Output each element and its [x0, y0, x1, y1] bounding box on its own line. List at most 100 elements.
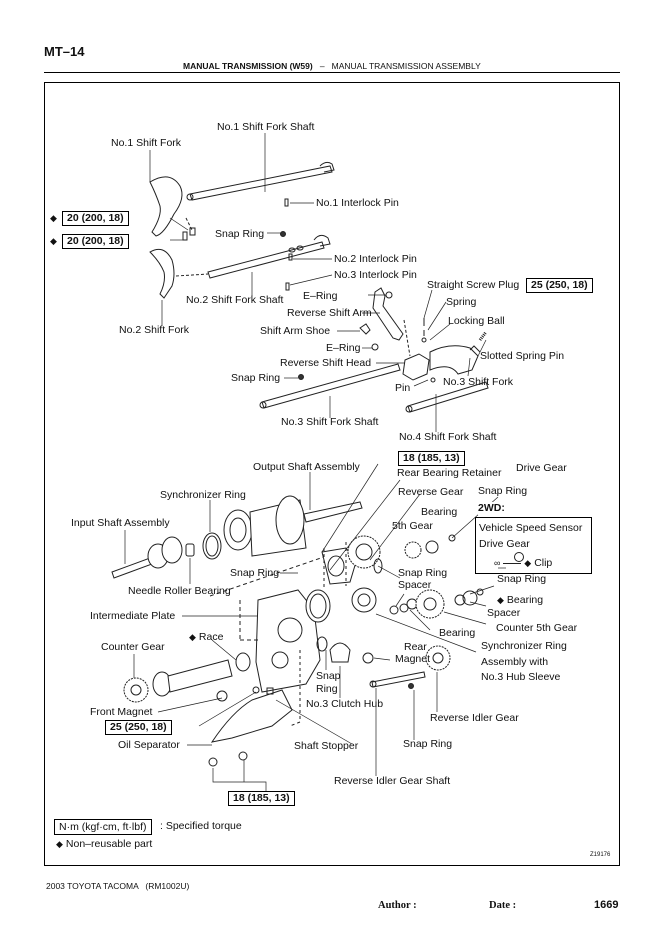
output-shaft-part [223, 495, 363, 557]
label-input-shaft-assembly: Input Shaft Assembly [71, 517, 170, 529]
label-bearing-1: Bearing [421, 506, 458, 518]
label-slotted-spring-pin: Slotted Spring Pin [480, 350, 565, 362]
torque-stopper-bolt: 25 (250, 18) [105, 720, 172, 735]
label-shaft-stopper: Shaft Stopper [294, 740, 359, 752]
label-no2-shift-fork-shaft: No.2 Shift Fork Shaft [186, 294, 284, 306]
label-sync-ring-asm-1: Synchronizer Ring [481, 640, 567, 652]
footer-model: 2003 TOYOTA TACOMA (RM1002U) [46, 881, 190, 891]
label-sync-ring-asm-2: Assembly with [481, 656, 549, 668]
nonreusable-diamond-icon: ◆ [524, 558, 532, 568]
label-no1-shift-fork-shaft: No.1 Shift Fork Shaft [217, 121, 315, 133]
nonreusable-diamond-icon: ◆ [50, 236, 57, 246]
label-drive-gear: Drive Gear [516, 462, 567, 474]
subsection-title: MANUAL TRANSMISSION ASSEMBLY [331, 61, 481, 71]
label-straight-screw-plug: Straight Screw Plug [427, 279, 520, 291]
vss-drive-gear-icon [514, 552, 524, 562]
label-snap-ring-7a: Snap [316, 670, 341, 682]
intermediate-plate-part [209, 547, 351, 693]
label-pin: Pin [395, 382, 411, 394]
nonreusable-diamond-icon: ◆ [56, 839, 63, 849]
no1-shift-fork-shaft-part [186, 161, 335, 201]
input-shaft-part [111, 532, 222, 579]
label-snap-ring-6: Snap Ring [497, 573, 547, 585]
label-no3-interlock-pin: No.3 Interlock Pin [334, 269, 417, 281]
label-spacer-2: Spacer [487, 607, 521, 619]
page-number: 1669 [594, 899, 619, 911]
label-no2-interlock-pin: No.2 Interlock Pin [334, 253, 417, 265]
reverse-shift-head-part [402, 318, 430, 381]
reverse-idler-shaft-part [316, 636, 426, 689]
nonreusable-diamond-icon: ◆ [50, 213, 57, 223]
label-no3-shift-fork: No.3 Shift Fork [443, 376, 514, 388]
nonreusable-diamond-icon: ◆ [189, 632, 196, 642]
label-snap-ring-8: Snap Ring [403, 738, 453, 750]
illustration-frame [44, 82, 620, 866]
label-snap-ring-7b: Ring [316, 683, 338, 695]
vss-inset-box: Vehicle Speed Sensor Drive Gear ∞ ◆Clip [475, 517, 592, 574]
label-counter-gear: Counter Gear [101, 641, 165, 653]
section-separator: – [319, 61, 325, 71]
label-spacer-1: Spacer [398, 579, 432, 591]
label-snap-ring-5: Snap Ring [398, 567, 448, 579]
label-rear-magnet-2: Magnet [395, 653, 431, 665]
label-reverse-shift-head: Reverse Shift Head [280, 357, 372, 369]
label-sync-ring-asm-3: No.3 Hub Sleeve [481, 671, 561, 683]
header-rule [44, 72, 620, 73]
no3-shift-fork-part [429, 331, 488, 375]
label-intermediate-plate: Intermediate Plate [90, 610, 176, 622]
label-snap-ring-4: Snap Ring [230, 567, 280, 579]
label-rear-magnet-1: Rear [404, 641, 427, 653]
label-front-magnet: Front Magnet [90, 706, 153, 718]
label-rear-bearing-retainer: Rear Bearing Retainer [397, 467, 502, 479]
label-locking-ball: Locking Ball [448, 315, 505, 327]
label-no3-shift-fork-shaft: No.3 Shift Fork Shaft [281, 416, 379, 428]
label-text: Bearing [506, 594, 544, 606]
label-no1-interlock-pin: No.1 Interlock Pin [316, 197, 399, 209]
label-synchronizer-ring: Synchronizer Ring [160, 489, 246, 501]
section-header: MANUAL TRANSMISSION (W59) – MANUAL TRANS… [183, 61, 481, 71]
vss-box-title: 2WD: [478, 502, 505, 515]
label-no1-shift-fork: No.1 Shift Fork [111, 137, 182, 149]
no3-shift-fork-shaft-part [259, 363, 401, 409]
label-reverse-idler-gear-shaft: Reverse Idler Gear Shaft [334, 775, 451, 787]
vss-clip-row: ∞ ◆Clip [494, 557, 552, 569]
no1-shift-fork-part [149, 176, 196, 237]
label-counter-5th-gear: Counter 5th Gear [496, 622, 578, 634]
oil-separator-part [208, 650, 301, 767]
label-race: ◆Race [189, 631, 223, 643]
clip-icon: ∞ [494, 558, 501, 568]
no2-shift-fork-shaft-part [207, 234, 331, 279]
author-label: Author : [378, 900, 417, 911]
label-bearing-3: Bearing [439, 627, 476, 639]
torque-retainer-bolt: 18 (185, 13) [398, 451, 465, 466]
counter-gear-part [123, 652, 251, 703]
label-e-ring-1: E–Ring [303, 290, 338, 302]
label-bearing-2: ◆Bearing [497, 594, 543, 606]
label-spring: Spring [446, 296, 477, 308]
vss-line2: Drive Gear [479, 538, 530, 550]
label-no4-shift-fork-shaft: No.4 Shift Fork Shaft [399, 431, 497, 443]
label-no3-clutch-hub: No.3 Clutch Hub [306, 698, 384, 710]
section-title: MANUAL TRANSMISSION (W59) [183, 61, 313, 71]
label-text: Race [198, 631, 224, 643]
clip-leader [503, 562, 522, 564]
torque-fork-bolt-1: 20 (200, 18) [62, 211, 129, 226]
label-reverse-shift-arm: Reverse Shift Arm [287, 307, 372, 319]
label-no2-shift-fork: No.2 Shift Fork [119, 324, 190, 336]
torque-fork-bolt-2: 20 (200, 18) [62, 234, 129, 249]
label-reverse-idler-gear: Reverse Idler Gear [430, 712, 519, 724]
vss-line1: Vehicle Speed Sensor [479, 522, 583, 534]
label-output-shaft-assembly: Output Shaft Assembly [253, 461, 360, 473]
label-snap-ring-3: Snap Ring [478, 485, 528, 497]
label-e-ring-2: E–Ring [326, 342, 361, 354]
no2-shift-fork-part [149, 231, 209, 299]
reverse-shift-arm-part [359, 287, 411, 357]
figure-code: Z19176 [590, 852, 611, 858]
page-id: MT–14 [44, 44, 85, 59]
nonreusable-diamond-icon: ◆ [497, 595, 504, 605]
torque-screw-plug: 25 (250, 18) [526, 278, 593, 293]
label-oil-separator: Oil Separator [118, 739, 180, 751]
nonreusable-legend: ◆Non–reusable part [56, 838, 152, 850]
label-needle-roller-bearing: Needle Roller Bearing [128, 585, 231, 597]
